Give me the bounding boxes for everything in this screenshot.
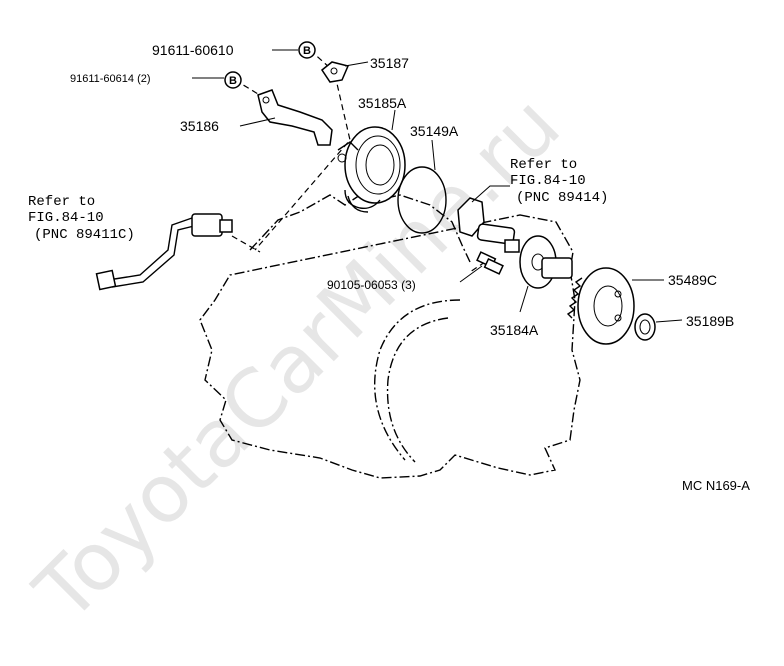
speed-sensor-harness (95, 213, 233, 291)
ref-left-line3: (PNC 89411C) (34, 227, 135, 243)
bolt-90105-06053 (476, 251, 504, 275)
clip-35189B (634, 313, 656, 341)
bracket-35186 (257, 89, 333, 146)
marker-b-lower: B (224, 71, 242, 89)
guide-line-bracket (254, 74, 351, 251)
svg-text:B: B (229, 75, 237, 87)
ref-right-line2: FIG.84-10 (510, 173, 586, 189)
leader-35187 (344, 61, 369, 67)
guide-line-bolt-c (469, 261, 486, 273)
label-35149A: 35149A (410, 123, 459, 139)
bracket-35186-hole (262, 96, 270, 104)
diagram-code: MC N169-A (682, 478, 750, 493)
label-bolt-91611-60614: 91611-60614 (2) (70, 73, 151, 85)
label-90105-06053: 90105-06053 (3) (327, 278, 416, 292)
label-35184A: 35184A (490, 322, 539, 338)
label-35489C: 35489C (668, 272, 717, 288)
label-35185A: 35185A (358, 95, 407, 111)
leader-90105 (459, 265, 483, 283)
ref-left-line2: FIG.84-10 (28, 210, 104, 226)
leader-35185A (391, 109, 396, 131)
leader-ref-right (471, 185, 510, 203)
ref-left-line1: Refer to (28, 194, 95, 210)
bracket-35187 (320, 61, 350, 83)
ref-right-line1: Refer to (510, 157, 577, 173)
svg-text:B: B (303, 45, 311, 57)
leader-35149A (431, 139, 436, 171)
bracket-35187-hole (330, 67, 338, 75)
leader-35184A (519, 285, 529, 313)
label-35189B: 35189B (686, 313, 734, 329)
label-bolt-91611-60610: 91611-60610 (152, 42, 234, 58)
cover-35185A (337, 126, 406, 213)
marker-b-upper: B (298, 41, 316, 59)
ref-right-line3: (PNC 89414) (516, 190, 608, 206)
bell-housing-inner (386, 317, 449, 463)
shaft-35184A (519, 235, 573, 289)
label-35187: 35187 (370, 55, 409, 71)
gear-35489C (566, 267, 635, 345)
bell-housing-opening (374, 299, 461, 461)
guide-line-sensor (231, 235, 261, 253)
oring-35149A (397, 166, 447, 234)
watermark: ToyotaCarMine.ru (17, 78, 578, 639)
label-35186: 35186 (180, 118, 219, 134)
leader-35186 (239, 117, 276, 127)
leader-35189B (655, 319, 683, 323)
sensor-unit-right (457, 197, 520, 253)
